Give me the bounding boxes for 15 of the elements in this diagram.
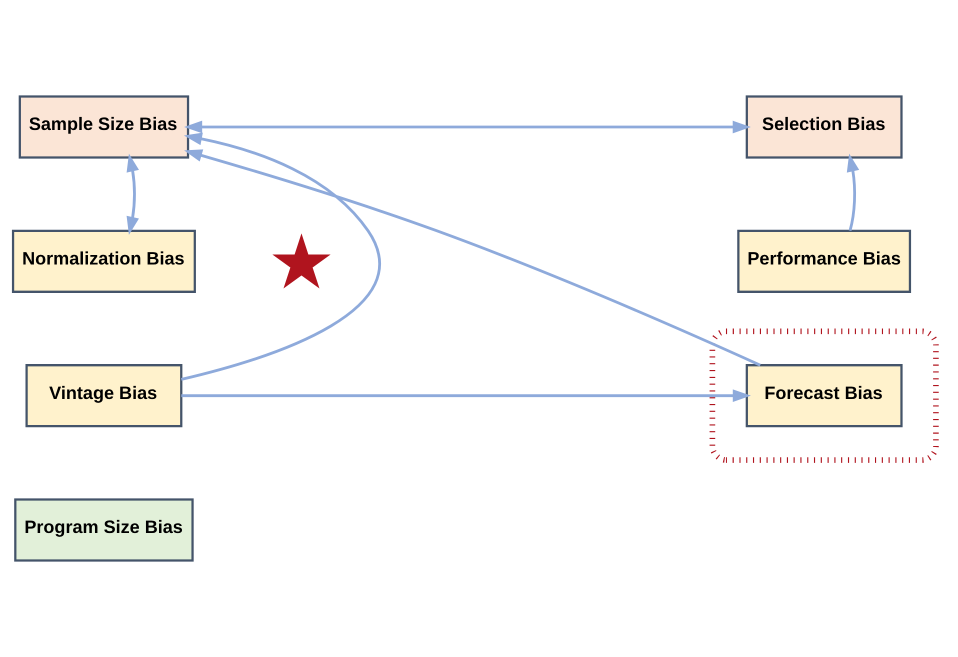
arrow: [184, 149, 761, 366]
node-box: Normalization Bias: [12, 230, 196, 293]
node-box: Performance Bias: [737, 230, 912, 293]
arrow: [846, 154, 860, 232]
arrow: [180, 132, 381, 381]
node-box: Sample Size Bias: [18, 95, 190, 159]
node-box: Program Size Bias: [14, 498, 194, 562]
cluster: [710, 328, 939, 463]
node-box: Selection Bias: [746, 95, 903, 159]
arrow: [181, 389, 751, 402]
node-box: Vintage Bias: [25, 364, 182, 428]
arrow: [184, 120, 751, 134]
node-star: [272, 233, 331, 289]
arrow: [126, 154, 139, 235]
node-box: Forecast Bias: [746, 364, 903, 428]
